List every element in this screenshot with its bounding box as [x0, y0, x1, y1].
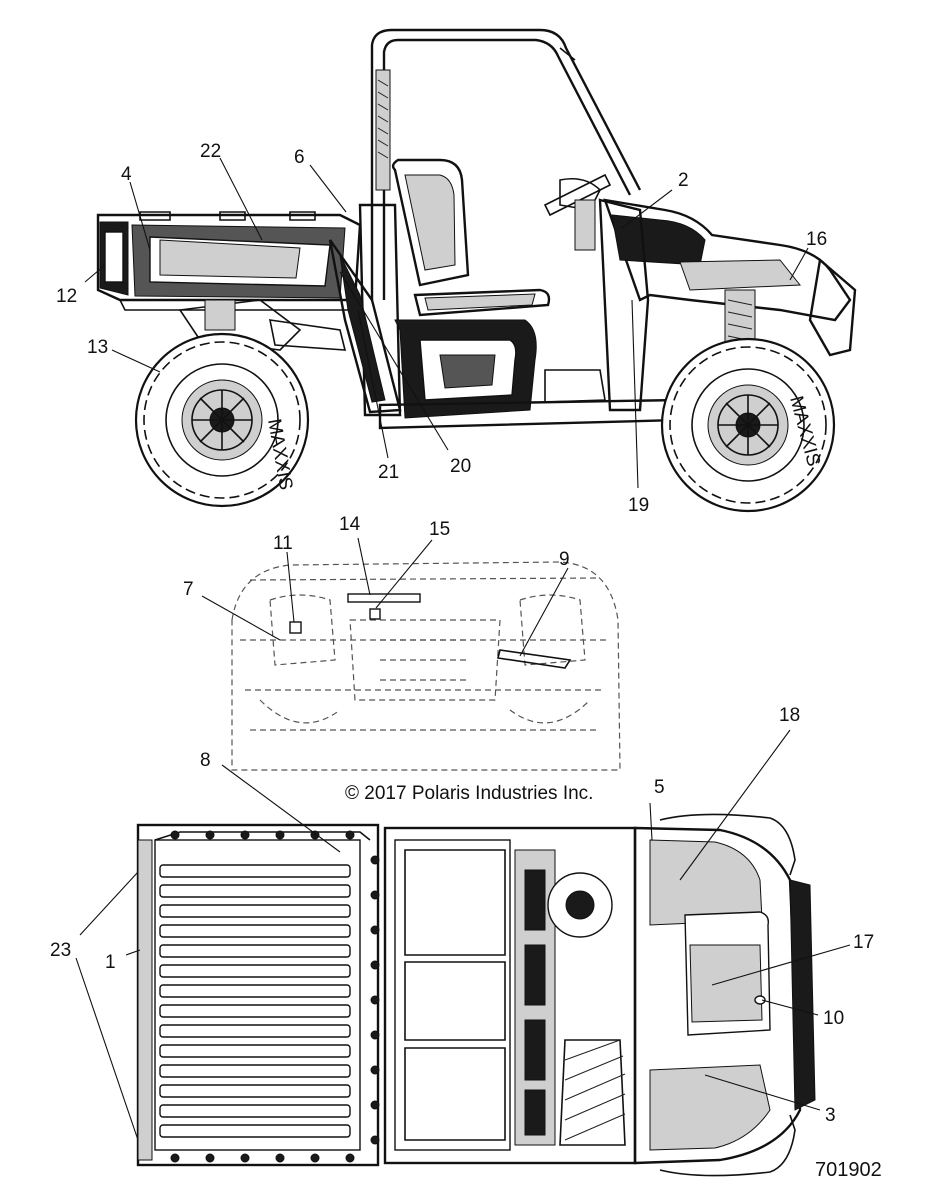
callout-6: 6	[294, 147, 305, 168]
callout-22: 22	[200, 141, 221, 162]
callout-19: 19	[628, 495, 649, 516]
callout-16: 16	[806, 229, 827, 250]
bed-rivets	[170, 830, 380, 1163]
callout-12: 12	[56, 286, 77, 307]
hood-top	[633, 813, 816, 1177]
cab-top	[383, 826, 637, 1165]
callout-2: 2	[678, 170, 689, 191]
callout-15: 15	[429, 519, 450, 540]
callout-21: 21	[378, 462, 399, 483]
body-side	[328, 173, 857, 430]
callout-11: 11	[273, 533, 293, 554]
side-view-vehicle: MAXXIS MAXXIS	[96, 28, 857, 513]
part-number: 701902	[815, 1159, 882, 1181]
callout-13: 13	[87, 337, 108, 358]
callout-8: 8	[200, 750, 211, 771]
callout-10: 10	[823, 1008, 844, 1029]
copyright-notice: © 2017 Polaris Industries Inc.	[345, 783, 593, 804]
callout-1: 1	[105, 952, 116, 973]
roll-cage	[370, 28, 642, 300]
callout-18: 18	[779, 705, 800, 726]
front-wheel: MAXXIS	[660, 337, 836, 513]
leader-lines	[75, 157, 851, 1141]
callout-3: 3	[825, 1105, 836, 1126]
rear-suspension	[178, 299, 347, 351]
callout-7: 7	[183, 579, 194, 600]
callout-14: 14	[339, 514, 361, 535]
cargo-bed-top	[136, 823, 380, 1167]
cargo-box-side	[96, 211, 362, 311]
callout-23: 23	[50, 940, 71, 961]
top-view-vehicle	[136, 813, 816, 1177]
seat	[391, 158, 551, 317]
callout-5: 5	[654, 777, 665, 798]
callout-17: 17	[853, 932, 874, 953]
cargo-bed-slats	[159, 864, 351, 1138]
callout-labels: 2 4 6 12 13 16 19 20 21 22 7 9 11 14 15 …	[50, 141, 874, 1126]
rear-view-vehicle	[231, 561, 621, 771]
callout-4: 4	[121, 164, 132, 185]
callout-20: 20	[450, 456, 471, 477]
rear-wheel: MAXXIS	[134, 332, 310, 508]
callout-9: 9	[559, 549, 570, 570]
